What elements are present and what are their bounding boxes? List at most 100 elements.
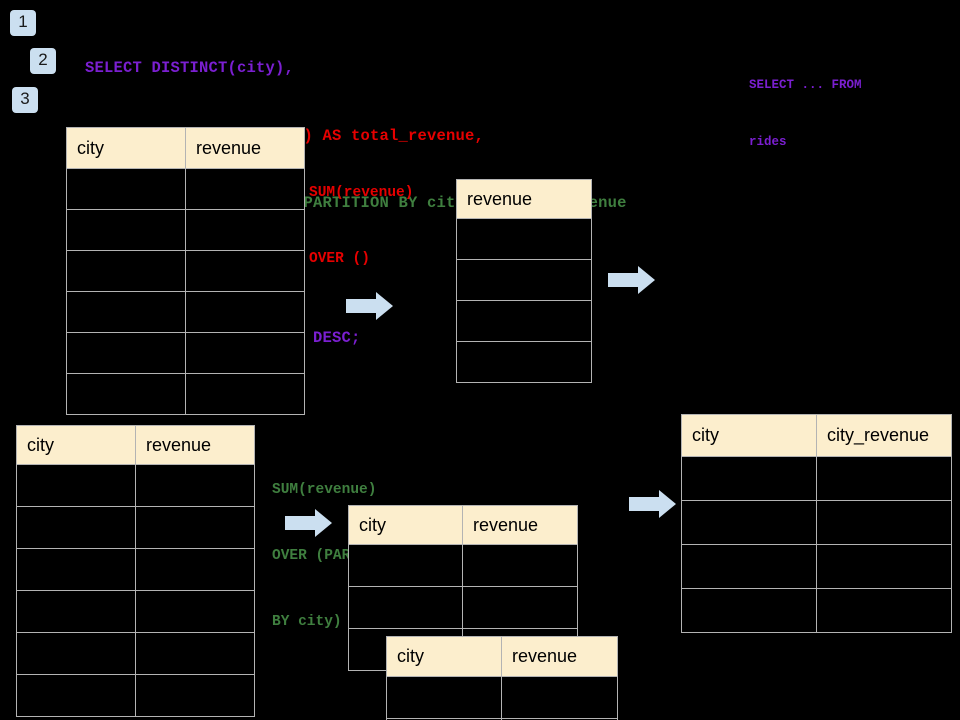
step-badge-3: 3 [12,87,38,113]
table-cell [501,718,618,720]
arrow-partition-to-result [629,489,677,519]
table-cell [816,456,952,501]
total-revenue-table: revenue [456,179,592,383]
table-row [386,718,618,720]
partition-group-table-b: city revenue [386,636,618,720]
table-cell [135,632,255,675]
annot-total-revenue-line-2: OVER () [309,251,370,267]
sql-aside-snippet: SELECT ... FROM rides [749,38,862,190]
table-cell [66,291,186,333]
sql-aside-line-2: rides [749,135,787,149]
table-cell [16,674,136,717]
column-header-revenue: revenue [185,127,305,169]
sql-line-1: SELECT DISTINCT(city), [85,59,295,77]
table-cell [135,464,255,507]
table-cell [185,250,305,292]
table-cell [462,586,578,629]
table-cell [16,464,136,507]
table-cell [66,168,186,210]
table-cell [816,588,952,633]
table-cell [816,500,952,545]
table-row [456,341,592,383]
step-badge-1: 1 [10,10,36,36]
table-row [456,218,592,260]
table-cell [185,291,305,333]
table-row [66,332,305,374]
table-header-row: city city_revenue [681,414,952,457]
column-header-revenue: revenue [462,505,578,545]
table-row [681,456,952,501]
table-row [348,544,578,587]
step-badge-2: 2 [30,48,56,74]
table-row [16,632,255,675]
column-header-city-revenue: city_revenue [816,414,952,457]
table-cell [135,506,255,549]
table-row [456,259,592,301]
table-cell [135,674,255,717]
table-row [681,588,952,633]
column-header-city: city [66,127,186,169]
table-cell [816,544,952,589]
annot-total-revenue: SUM(revenue) OVER () [309,138,413,314]
sql-aside-line-1: SELECT ... FROM [749,78,862,92]
table-row [348,586,578,629]
table-header-row: city revenue [16,425,255,465]
column-header-city: city [681,414,817,457]
table-cell [348,544,463,587]
table-cell [16,506,136,549]
table-row [681,544,952,589]
table-row [66,250,305,292]
annot-city-revenue-line-3: BY city) [272,614,342,630]
table-cell [456,300,592,342]
table-header-row: city revenue [348,505,578,545]
table-row [16,590,255,633]
table-cell [185,332,305,374]
rides-source-table-partitioned: city revenue [16,425,255,717]
table-cell [16,548,136,591]
table-row [16,464,255,507]
table-row [66,168,305,210]
table-cell [462,544,578,587]
table-header-row: revenue [456,179,592,219]
table-cell [456,218,592,260]
table-cell [66,332,186,374]
arrow-total-to-result [608,265,656,295]
annot-city-revenue-line-1: SUM(revenue) [272,482,377,498]
arrow-source-to-total [346,291,394,321]
column-header-city: city [386,636,502,677]
table-row [16,506,255,549]
table-row [66,373,305,415]
annot-total-revenue-line-1: SUM(revenue) [309,185,414,201]
table-cell [681,588,817,633]
arrow-source-to-partition [285,508,333,538]
table-cell [185,373,305,415]
table-cell [16,632,136,675]
table-row [66,209,305,251]
result-table: city city_revenue [681,414,952,633]
table-header-row: city revenue [386,636,618,677]
table-row [66,291,305,333]
table-cell [348,586,463,629]
table-cell [66,250,186,292]
table-cell [456,259,592,301]
table-cell [386,676,502,719]
table-row [681,500,952,545]
table-cell [135,590,255,633]
table-row [16,674,255,717]
column-header-city: city [16,425,136,465]
table-cell [456,341,592,383]
table-cell [135,548,255,591]
column-header-revenue: revenue [135,425,255,465]
table-cell [16,590,136,633]
table-cell [66,209,186,251]
table-row [16,548,255,591]
table-cell [681,500,817,545]
table-cell [185,209,305,251]
table-cell [66,373,186,415]
table-cell [681,544,817,589]
column-header-revenue: revenue [501,636,618,677]
column-header-city: city [348,505,463,545]
table-cell [501,676,618,719]
table-header-row: city revenue [66,127,305,169]
